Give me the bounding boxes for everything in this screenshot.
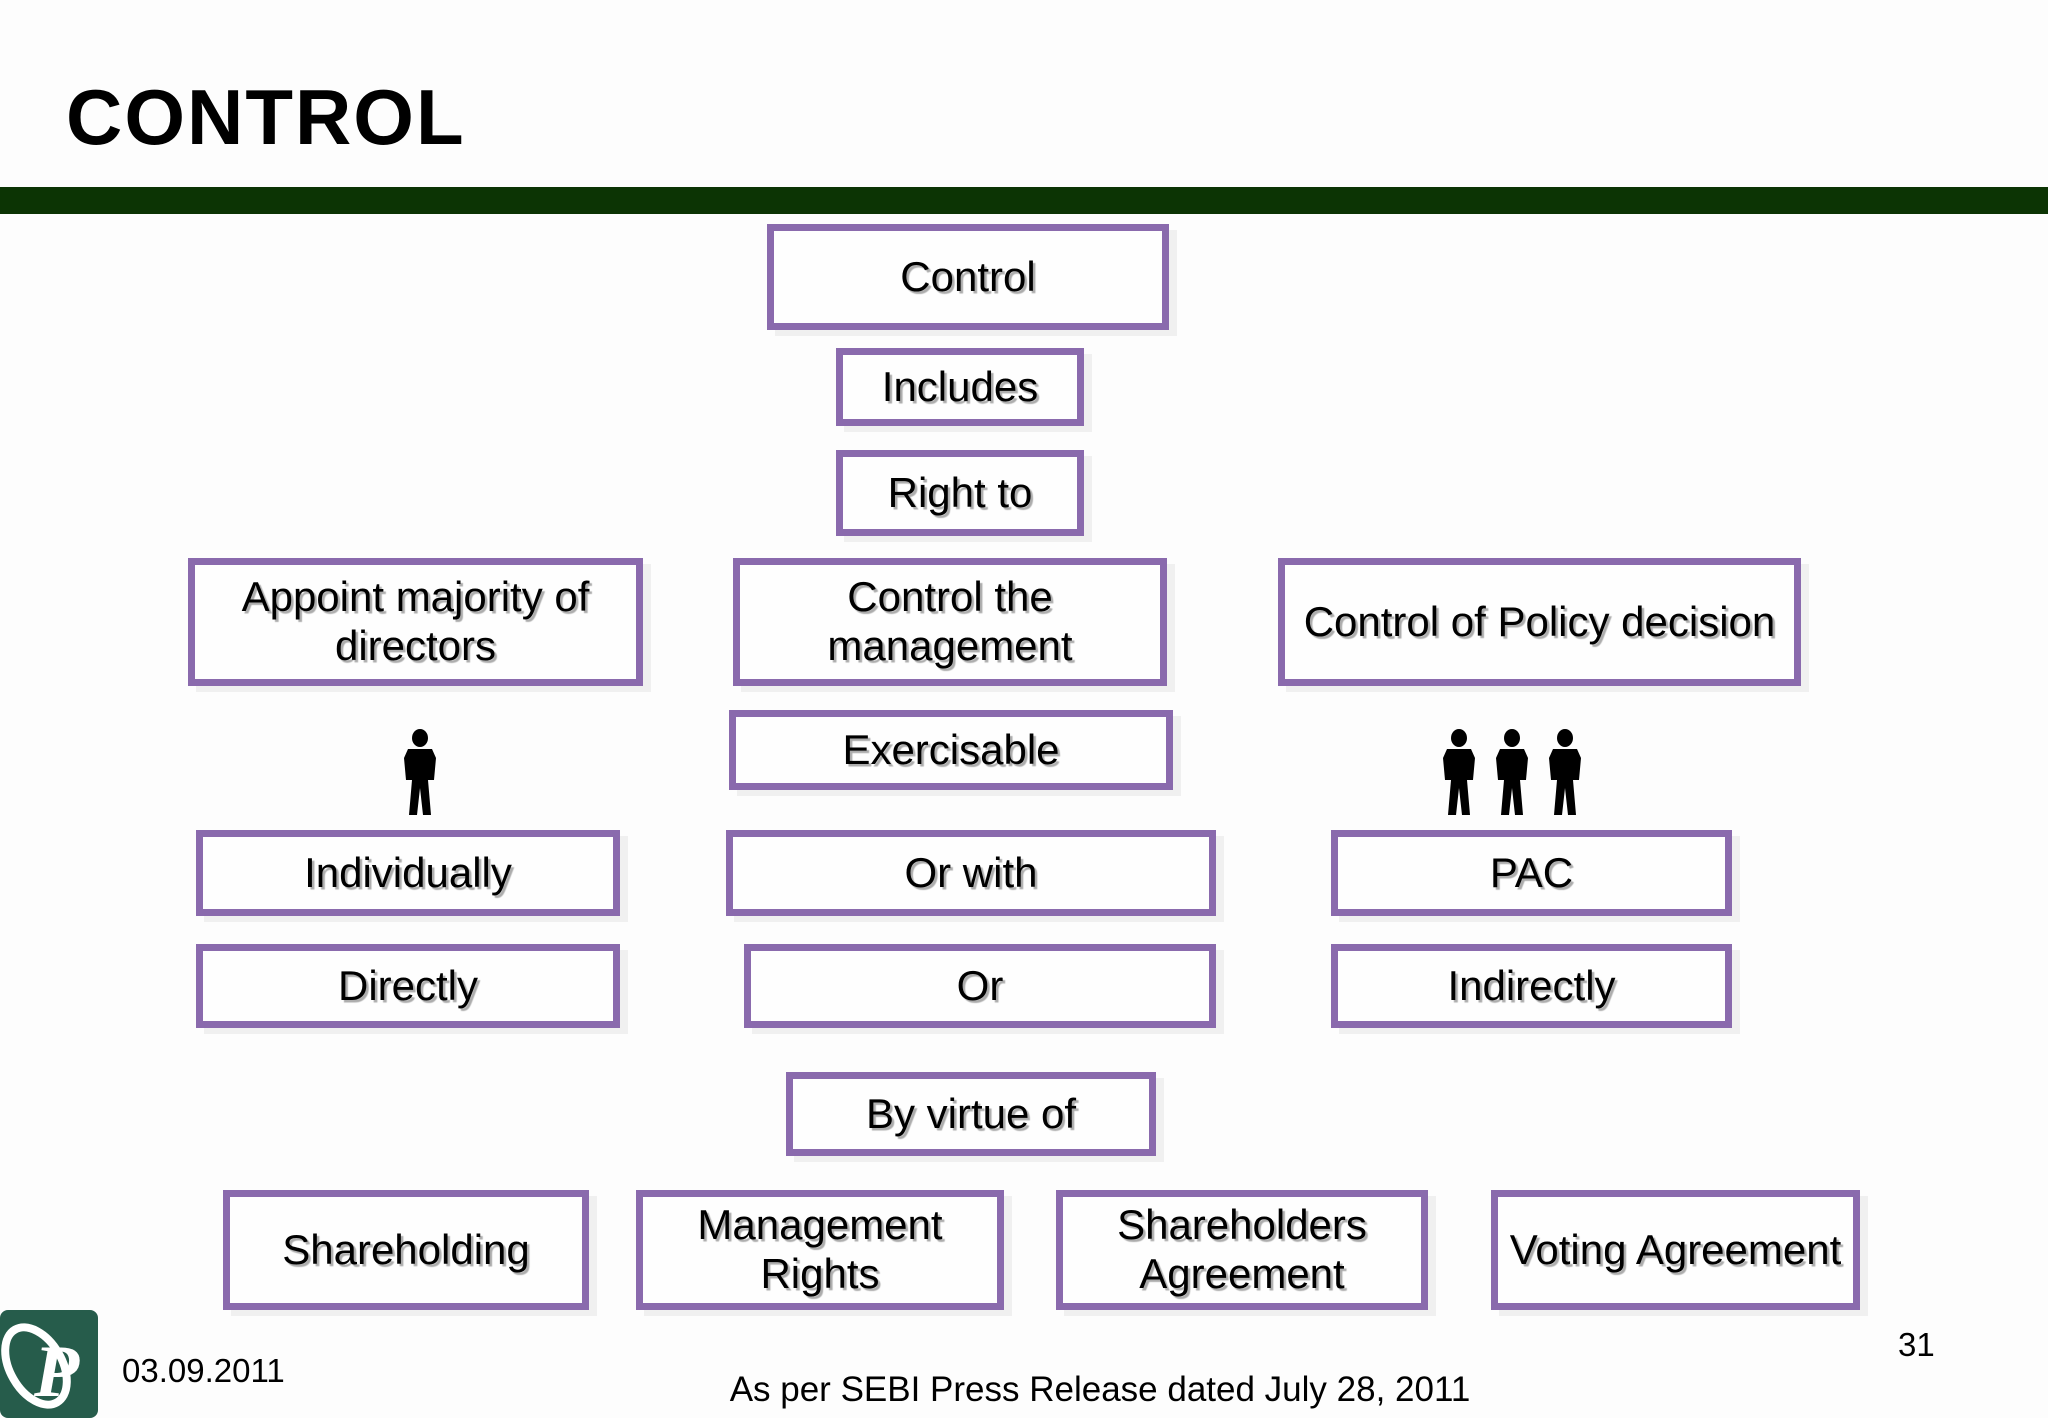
node-pac: PAC [1331,830,1732,916]
person-icon [1542,728,1588,820]
node-directly: Directly [196,944,620,1028]
node-exercisable: Exercisable [729,710,1173,790]
node-by-virtue-of: By virtue of [786,1072,1156,1156]
node-control-of-policy-decision: Control of Policy decision [1278,558,1801,686]
company-logo: P [0,1310,98,1418]
person-icon [1436,728,1482,820]
node-appoint-majority-of-directors: Appoint majority of directors [188,558,643,686]
node-indirectly: Indirectly [1331,944,1732,1028]
page-title: CONTROL [66,73,466,161]
logo-letter: P [33,1331,80,1413]
person-icon [397,728,443,820]
page-number: 31 [1898,1326,1935,1363]
slide-date: 03.09.2011 [122,1352,285,1389]
node-management-rights: Management Rights [636,1190,1004,1310]
person-icon [1489,728,1535,820]
node-control-the-management: Control the management [733,558,1167,686]
node-shareholding: Shareholding [223,1190,589,1310]
node-individually: Individually [196,830,620,916]
header-divider-bar [0,187,2048,214]
three-persons-icon [1436,728,1588,820]
node-shareholders-agreement: Shareholders Agreement [1056,1190,1428,1310]
footer-note: As per SEBI Press Release dated July 28,… [729,1370,1471,1409]
node-right-to: Right to [836,450,1084,536]
person-icon [397,728,443,820]
node-or-with: Or with [726,830,1216,916]
node-includes: Includes [836,348,1084,426]
node-voting-agreement: Voting Agreement [1491,1190,1860,1310]
node-or: Or [744,944,1216,1028]
node-control: Control [767,224,1169,330]
